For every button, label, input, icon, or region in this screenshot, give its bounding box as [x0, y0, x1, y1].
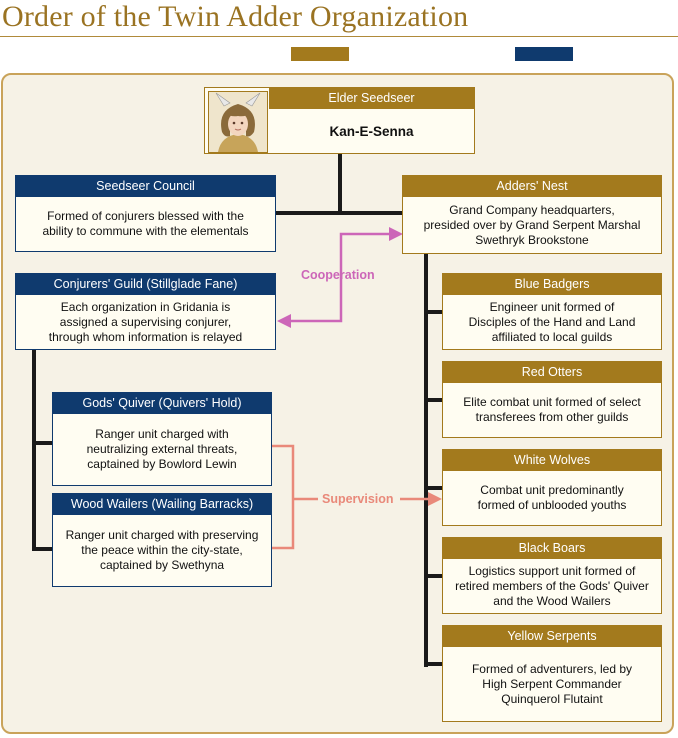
page-title: Order of the Twin Adder Organization — [2, 0, 469, 33]
yellow-serpents-box: Yellow Serpents Formed of adventurers, l… — [442, 625, 662, 722]
cooperation-arrowhead-right — [389, 227, 403, 241]
black-boars-box: Black Boars Logistics support unit forme… — [442, 537, 662, 614]
connector-line — [424, 486, 444, 490]
connector-line — [32, 441, 52, 445]
elder-seedseer-header: Elder Seedseer — [269, 88, 474, 109]
yellow-serpents-header: Yellow Serpents — [443, 626, 661, 647]
connector-line — [32, 349, 36, 550]
connector-line — [32, 547, 52, 551]
legend-swatch-gold — [291, 47, 349, 61]
cooperation-arrow — [290, 232, 393, 323]
wood-wailers-description: Ranger unit charged with preserving the … — [65, 528, 259, 572]
elder-portrait-image — [208, 91, 268, 153]
white-wolves-header: White Wolves — [443, 450, 661, 471]
supervision-arrowhead — [428, 492, 442, 506]
connector-line — [276, 211, 404, 215]
red-otters-box: Red Otters Elite combat unit formed of s… — [442, 361, 662, 438]
yellow-serpents-description: Formed of adventurers, led by High Serpe… — [471, 661, 633, 706]
black-boars-header: Black Boars — [443, 538, 661, 559]
title-rule — [0, 36, 678, 37]
conjurers-guild-description: Each organization in Gridania is assigne… — [48, 299, 243, 344]
connector-line — [424, 574, 444, 578]
adders-nest-box: Adders' Nest Grand Company headquarters,… — [402, 175, 662, 254]
elder-seedseer-name: Kan-E-Senna — [329, 123, 414, 139]
connector-line — [424, 398, 444, 402]
cooperation-arrowhead-left — [277, 314, 291, 328]
wood-wailers-box: Wood Wailers (Wailing Barracks) Ranger u… — [52, 493, 272, 587]
red-otters-description: Elite combat unit formed of select trans… — [463, 395, 641, 424]
gods-quiver-header: Gods' Quiver (Quivers' Hold) — [53, 393, 271, 414]
supervision-label: Supervision — [322, 492, 394, 506]
supervision-bracket — [272, 444, 430, 550]
blue-badgers-description: Engineer unit formed of Disciples of the… — [468, 299, 636, 344]
legend-swatch-blue — [515, 47, 573, 61]
gods-quiver-description: Ranger unit charged with neutralizing ex… — [86, 427, 238, 471]
blue-badgers-box: Blue Badgers Engineer unit formed of Dis… — [442, 273, 662, 350]
wood-wailers-header: Wood Wailers (Wailing Barracks) — [53, 494, 271, 515]
seedseer-council-box: Seedseer Council Formed of conjurers ble… — [15, 175, 276, 252]
connector-line — [338, 153, 342, 213]
blue-badgers-header: Blue Badgers — [443, 274, 661, 295]
seedseer-council-description: Formed of conjurers blessed with the abi… — [42, 209, 249, 238]
conjurers-guild-box: Conjurers' Guild (Stillglade Fane) Each … — [15, 273, 276, 350]
cooperation-label: Cooperation — [301, 268, 375, 282]
seedseer-council-header: Seedseer Council — [16, 176, 275, 197]
connector-line — [424, 310, 444, 314]
connector-line — [424, 662, 444, 666]
adders-nest-description: Grand Company headquarters, presided ove… — [423, 202, 641, 247]
red-otters-header: Red Otters — [443, 362, 661, 383]
connector-line — [424, 254, 428, 667]
gods-quiver-box: Gods' Quiver (Quivers' Hold) Ranger unit… — [52, 392, 272, 486]
white-wolves-box: White Wolves Combat unit predominantly f… — [442, 449, 662, 526]
black-boars-description: Logistics support unit formed of retired… — [455, 563, 649, 608]
conjurers-guild-header: Conjurers' Guild (Stillglade Fane) — [16, 274, 275, 295]
adders-nest-header: Adders' Nest — [403, 176, 661, 197]
elder-seedseer-box: Elder Seedseer Kan-E-Senna — [204, 87, 475, 154]
white-wolves-description: Combat unit predominantly formed of unbl… — [477, 483, 627, 512]
